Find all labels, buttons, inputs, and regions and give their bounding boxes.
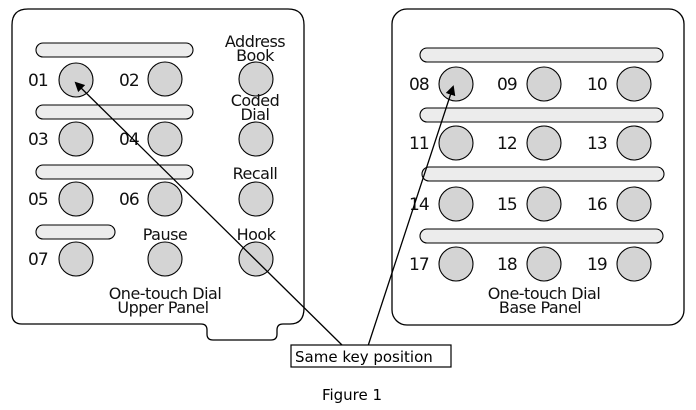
callout-text: Same key position xyxy=(295,348,433,366)
key-18[interactable]: 18 xyxy=(497,246,562,282)
same-key-position-callout: Same key position xyxy=(74,81,456,368)
address-book-key[interactable]: Address Book xyxy=(225,32,286,97)
label-strip xyxy=(421,166,665,182)
key-button[interactable] xyxy=(238,61,274,97)
key-05[interactable]: 05 xyxy=(28,181,94,217)
coded-dial-key[interactable]: Coded Dial xyxy=(231,91,280,157)
key-button[interactable] xyxy=(526,125,562,161)
function-key-label: Pause xyxy=(143,225,188,244)
key-button[interactable] xyxy=(526,246,562,282)
key-button[interactable] xyxy=(147,121,183,157)
key-button[interactable] xyxy=(58,241,94,277)
key-19[interactable]: 19 xyxy=(587,246,652,282)
key-button[interactable] xyxy=(526,66,562,102)
key-button[interactable] xyxy=(58,121,94,157)
pause-key[interactable]: Pause xyxy=(143,225,188,277)
key-02[interactable]: 02 xyxy=(119,61,183,97)
base-panel-caption: Base Panel xyxy=(499,298,581,317)
key-button[interactable] xyxy=(238,241,274,277)
key-number: 11 xyxy=(409,134,429,154)
key-button[interactable] xyxy=(616,66,652,102)
key-13[interactable]: 13 xyxy=(587,125,652,161)
function-key-label: Dial xyxy=(240,105,269,124)
base-key-grid: 08 09 10 11 12 13 14 15 16 17 18 19 xyxy=(409,66,652,282)
upper-panel: 01 02 03 04 05 06 07 Address xyxy=(11,8,305,341)
key-number: 15 xyxy=(497,195,517,215)
label-strip xyxy=(35,164,194,180)
label-strip xyxy=(419,228,664,244)
label-strip xyxy=(35,224,116,240)
key-button[interactable] xyxy=(616,125,652,161)
key-number: 14 xyxy=(409,195,429,215)
key-number: 04 xyxy=(119,130,139,150)
key-number: 01 xyxy=(28,71,48,91)
key-number: 18 xyxy=(497,255,517,275)
key-number: 10 xyxy=(587,75,607,95)
function-key-label: Book xyxy=(236,46,275,65)
label-strip xyxy=(419,47,664,63)
key-button[interactable] xyxy=(147,61,183,97)
key-number: 08 xyxy=(409,75,429,95)
function-key-label: Recall xyxy=(233,164,278,183)
key-button[interactable] xyxy=(438,246,474,282)
key-button[interactable] xyxy=(526,186,562,222)
function-key-label: Coded xyxy=(231,91,280,110)
key-16[interactable]: 16 xyxy=(587,186,652,222)
key-09[interactable]: 09 xyxy=(497,66,562,102)
key-11[interactable]: 11 xyxy=(409,125,474,161)
upper-panel-caption: Upper Panel xyxy=(117,298,208,317)
callout-arrow-to-key-01 xyxy=(74,81,344,347)
key-button[interactable] xyxy=(616,246,652,282)
hook-key[interactable]: Hook xyxy=(237,225,277,277)
label-strip xyxy=(35,104,194,120)
key-button[interactable] xyxy=(438,125,474,161)
label-strip xyxy=(419,107,664,123)
key-06[interactable]: 06 xyxy=(119,181,183,217)
recall-key[interactable]: Recall xyxy=(233,164,278,217)
key-04[interactable]: 04 xyxy=(119,121,183,157)
key-button[interactable] xyxy=(58,181,94,217)
upper-panel-caption: One-touch Dial xyxy=(109,284,222,303)
key-number: 02 xyxy=(119,71,139,91)
key-button[interactable] xyxy=(58,62,94,98)
key-number: 06 xyxy=(119,190,139,210)
key-17[interactable]: 17 xyxy=(409,246,474,282)
key-number: 05 xyxy=(28,190,48,210)
key-button[interactable] xyxy=(147,241,183,277)
base-panel-caption: One-touch Dial xyxy=(488,284,601,303)
key-07[interactable]: 07 xyxy=(28,241,94,277)
key-button[interactable] xyxy=(238,181,274,217)
key-number: 03 xyxy=(28,130,48,150)
key-number: 13 xyxy=(587,134,607,154)
key-number: 16 xyxy=(587,195,607,215)
key-12[interactable]: 12 xyxy=(497,125,562,161)
key-number: 09 xyxy=(497,75,517,95)
key-button[interactable] xyxy=(238,121,274,157)
figure-caption: Figure 1 xyxy=(322,386,382,404)
key-14[interactable]: 14 xyxy=(409,186,474,222)
callout-arrow-to-key-08 xyxy=(367,85,456,347)
key-button[interactable] xyxy=(438,66,474,102)
key-button[interactable] xyxy=(616,186,652,222)
key-10[interactable]: 10 xyxy=(587,66,652,102)
key-number: 17 xyxy=(409,255,429,275)
key-button[interactable] xyxy=(438,186,474,222)
callout-box xyxy=(290,344,452,368)
label-strip xyxy=(35,42,194,58)
key-15[interactable]: 15 xyxy=(497,186,562,222)
key-number: 07 xyxy=(28,250,48,270)
key-number: 12 xyxy=(497,134,517,154)
function-key-label: Address xyxy=(225,32,285,51)
key-03[interactable]: 03 xyxy=(28,121,94,157)
function-key-label: Hook xyxy=(237,225,277,244)
key-button[interactable] xyxy=(147,181,183,217)
key-number: 19 xyxy=(587,255,607,275)
